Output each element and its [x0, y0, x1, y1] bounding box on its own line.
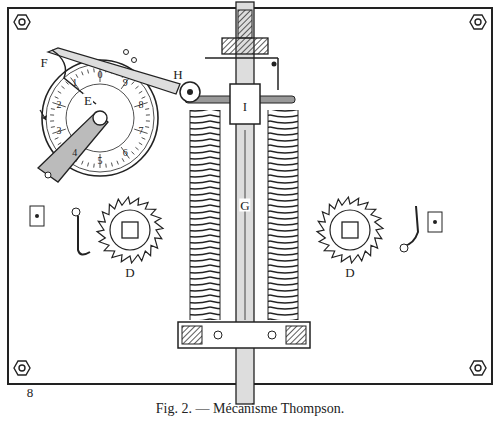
dial-tick [58, 91, 61, 93]
dial-tick [51, 126, 55, 128]
ratchet-wheel [317, 197, 383, 263]
dial-tick [135, 147, 138, 150]
dial-number: 4 [72, 148, 77, 158]
dial-tick [131, 152, 134, 155]
dial-tick [139, 143, 142, 145]
stray-mark: 8 [26, 386, 35, 399]
dial-number: 7 [138, 126, 143, 136]
dial-tick [82, 161, 83, 165]
dial-tick [51, 108, 55, 110]
dial-tick [55, 97, 59, 99]
part-letter: D [124, 266, 135, 279]
dial-tick [93, 164, 95, 168]
part-letter: F [39, 56, 48, 69]
dial-number: 0 [98, 70, 103, 80]
dial-number: 3 [57, 126, 62, 136]
dial-tick [111, 163, 113, 167]
dial-tick [76, 74, 78, 78]
dial-tick [142, 138, 146, 140]
dial-tick [82, 72, 83, 76]
dial-tick [131, 82, 134, 85]
dial-tick [71, 78, 79, 89]
dial-tick [87, 163, 89, 167]
dial-tick [142, 97, 146, 99]
part-letter: I [242, 100, 248, 113]
dial-tick [105, 164, 107, 168]
dial-tick [61, 86, 64, 89]
dial-tick [50, 120, 54, 121]
part-letter: D [344, 266, 355, 279]
part-letter: H [172, 68, 183, 81]
dial-tick [145, 108, 149, 110]
dial-tick [93, 68, 95, 72]
dial-tick [87, 70, 89, 74]
dial-number: 9 [123, 78, 128, 88]
wheel-rim [110, 210, 150, 250]
ratchet-wheel [97, 197, 163, 263]
dial-tick [55, 138, 59, 140]
dial-number: 1 [72, 78, 77, 88]
dial-tick [135, 86, 138, 89]
dial-number: 8 [138, 100, 143, 110]
dial-tick [145, 126, 149, 128]
wheel-rim [330, 210, 370, 250]
dial-tick [121, 78, 129, 89]
dial-tick [58, 143, 61, 145]
dial-tick [146, 120, 150, 121]
dial-tick [146, 114, 150, 115]
dial-number: 2 [57, 100, 62, 110]
dial-tick [121, 147, 129, 158]
part-letter: G [239, 199, 250, 212]
dial-number: 5 [98, 156, 103, 166]
dial-number: 6 [123, 148, 128, 158]
dial-tick [139, 91, 142, 93]
dial-tick [50, 114, 54, 115]
figure-caption: Fig. 2. — Mécanisme Thompson. [0, 401, 500, 417]
part-letter: E [83, 94, 93, 107]
dial-tick [122, 158, 124, 162]
dial-tick [117, 161, 118, 165]
